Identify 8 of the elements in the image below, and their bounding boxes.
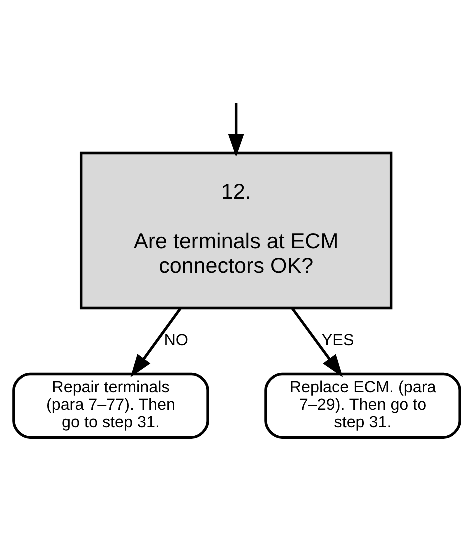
node-box: 12. Are terminals at ECM connectors OK? — [80, 151, 393, 310]
edge-label: YES — [322, 330, 354, 349]
arrow — [228, 102, 244, 157]
edge-label: NO — [164, 330, 188, 349]
node-box: Repair terminals (para 7–77). Then go to step 31. — [12, 372, 210, 438]
node-box: Replace ECM. (para 7–29). Then go to step 31. — [264, 372, 462, 438]
arrow — [291, 306, 344, 377]
arrow — [130, 306, 182, 377]
